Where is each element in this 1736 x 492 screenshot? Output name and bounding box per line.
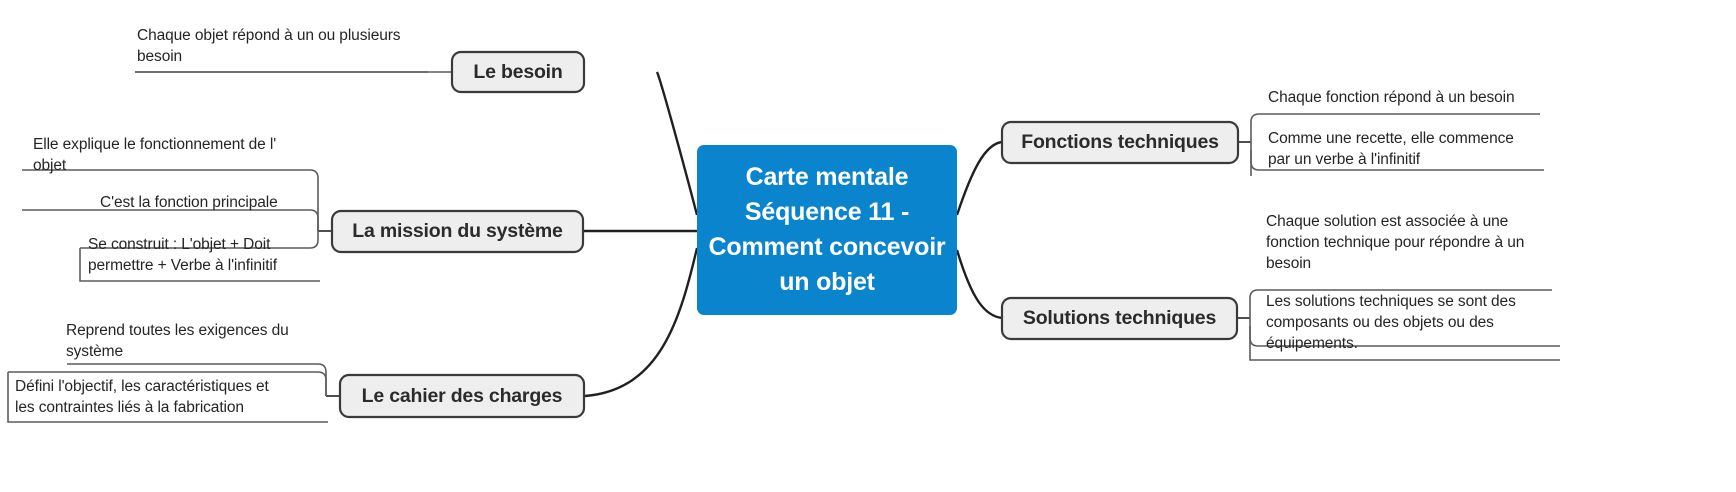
underline-la-mission-leaf-3 (79, 248, 320, 282)
edge-central-to-le-besoin (655, 71, 699, 216)
branch-label-le-besoin[interactable]: Le besoin (473, 60, 563, 83)
edge-central-to-solutions (955, 249, 1003, 320)
edge-central-to-fonctions (955, 140, 1003, 216)
branch-box-solutions[interactable] (1000, 296, 1239, 341)
edge-la-mission-leaf-1 (22, 169, 319, 231)
leaf-fonctions-1: Chaque fonction répond à un besoin (1268, 89, 1515, 106)
underline-solutions-leaf-2 (1249, 326, 1560, 361)
leaf-le-besoin-1: Chaque objet répond à un ou plusieurs be… (137, 27, 401, 65)
edge-le-cahier-leaf-1 (67, 363, 327, 396)
leaf-la-mission-1: Elle explique le fonctionnement de l' ob… (33, 136, 277, 174)
leaf-solutions-1: Chaque solution est associée à une fonct… (1266, 213, 1525, 272)
branch-label-la-mission-du-systeme[interactable]: La mission du système (352, 220, 563, 242)
edge-la-mission-leaf-2 (80, 209, 319, 231)
leaf-le-cahier-1: Reprend toutes les exigences du système (66, 322, 289, 360)
edge-central-to-le-cahier (584, 247, 699, 398)
underline-le-cahier-leaf-2 (7, 372, 328, 423)
leaf-la-mission-3: Se construit : L'objet + Doit permettre … (88, 236, 277, 274)
branch-box-le-cahier[interactable] (338, 373, 586, 419)
branch-label-solutions-techniques[interactable]: Solutions techniques (1022, 307, 1217, 329)
central-node-label: Carte mentale Séquence 11 - Comment conc… (708, 163, 946, 296)
edge-le-cahier-leaf-2 (8, 371, 327, 396)
edge-solutions-leaf-1 (1249, 289, 1552, 318)
branch-label-fonctions-techniques[interactable]: Fonctions techniques (1021, 131, 1219, 153)
branch-box-la-mission[interactable] (330, 209, 585, 254)
leaf-la-mission-2: C'est la fonction principale (100, 194, 278, 211)
central-node-box[interactable] (697, 145, 957, 315)
branch-box-fonctions[interactable] (1000, 120, 1240, 165)
leaf-fonctions-2: Comme une recette, elle commence par un … (1268, 130, 1514, 168)
edge-fonctions-leaf-1 (1250, 113, 1540, 142)
branch-box-le-besoin[interactable] (450, 50, 586, 94)
edge-la-mission-leaf-3 (80, 231, 319, 249)
leaf-le-cahier-2: Défini l'objectif, les caractéristiques … (15, 378, 269, 416)
leaf-solutions-2: Les solutions techniques se sont des com… (1266, 293, 1516, 352)
branch-label-le-cahier-des-charges[interactable]: Le cahier des charges (361, 384, 563, 407)
